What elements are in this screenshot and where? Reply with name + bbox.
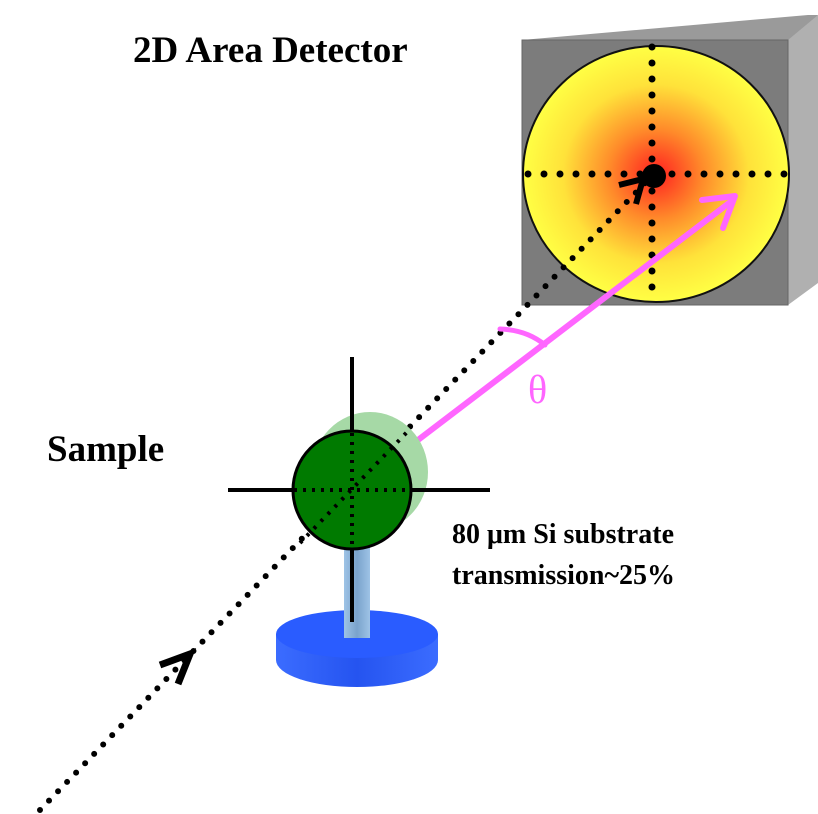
beam-through-sample bbox=[298, 427, 412, 545]
substrate-label-line1: 80 μm Si substrate bbox=[452, 519, 674, 550]
incident-beam-arrow-icon bbox=[158, 648, 197, 686]
sample bbox=[228, 357, 490, 551]
substrate-label-line2: transmission~25% bbox=[452, 560, 675, 591]
diffracted-beam bbox=[415, 197, 736, 443]
incident-beam bbox=[37, 179, 649, 813]
diffracted-beam-arrow-icon bbox=[699, 193, 738, 231]
sample-label: Sample bbox=[47, 429, 164, 470]
transmitted-beam-arrow-icon bbox=[618, 174, 648, 205]
detector-label: 2D Area Detector bbox=[133, 30, 408, 71]
detector-box-top bbox=[522, 15, 818, 40]
area-detector bbox=[521, 15, 818, 306]
beam-stop-icon bbox=[642, 164, 666, 188]
detector-box-side bbox=[788, 15, 818, 305]
theta-label: θ bbox=[528, 367, 547, 412]
theta-arc bbox=[497, 326, 548, 348]
